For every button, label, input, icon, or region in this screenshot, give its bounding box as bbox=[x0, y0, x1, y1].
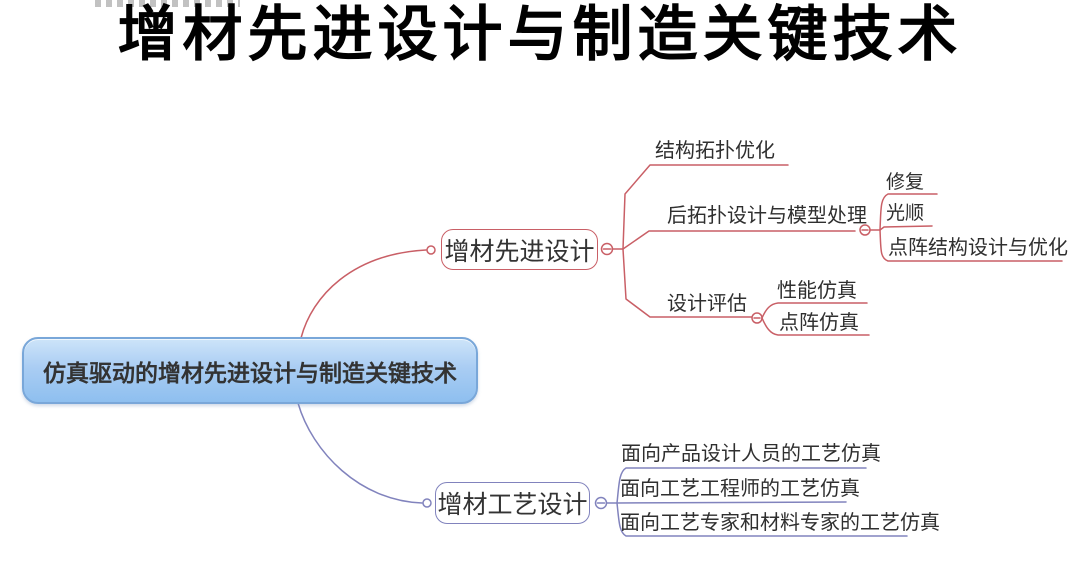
edge-to-repair bbox=[879, 193, 938, 231]
root-node-label: 仿真驱动的增材先进设计与制造关键技术 bbox=[43, 359, 457, 386]
branch-node-label: 增材先进设计 bbox=[444, 237, 595, 266]
leaf-repair[interactable]: 修复 bbox=[886, 172, 925, 193]
collapse-button-process[interactable] bbox=[594, 496, 608, 510]
branch-node-label: 增材工艺设计 bbox=[437, 491, 588, 519]
edge-root-to-process bbox=[297, 402, 423, 504]
edge-to-design-eval bbox=[622, 248, 753, 318]
leaf-sim-for-product-designers[interactable]: 面向产品设计人员的工艺仿真 bbox=[621, 443, 881, 465]
cropped-text-remnant bbox=[95, 0, 240, 7]
edge-to-lattice-sim bbox=[761, 317, 870, 336]
leaf-lattice-structure-design[interactable]: 点阵结构设计与优化 bbox=[888, 237, 1068, 259]
edge-to-sim-engineers bbox=[616, 501, 847, 504]
leaf-post-topology-processing[interactable]: 后拓扑设计与模型处理 bbox=[667, 205, 867, 227]
edge-to-performance-sim bbox=[761, 302, 868, 319]
branch-node-additive-design[interactable]: 增材先进设计 bbox=[441, 229, 598, 270]
leaf-lattice-simulation[interactable]: 点阵仿真 bbox=[779, 312, 859, 334]
branch-node-additive-process[interactable]: 增材工艺设计 bbox=[435, 482, 590, 524]
leaf-topology-optimization[interactable]: 结构拓扑优化 bbox=[655, 140, 775, 162]
leaf-smoothing[interactable]: 光顺 bbox=[886, 203, 925, 224]
leaf-sim-for-process-material-experts[interactable]: 面向工艺专家和材料专家的工艺仿真 bbox=[620, 512, 940, 534]
leaf-sim-for-process-engineers[interactable]: 面向工艺工程师的工艺仿真 bbox=[620, 478, 860, 500]
connector-dot-process bbox=[422, 498, 432, 508]
edge-to-lattice-design bbox=[879, 229, 1063, 262]
connector-dot-design bbox=[426, 245, 436, 255]
edge-to-smoothing bbox=[879, 225, 933, 231]
leaf-performance-simulation[interactable]: 性能仿真 bbox=[777, 280, 857, 302]
edge-to-post-topology bbox=[622, 230, 856, 250]
edge-to-topology-opt bbox=[622, 164, 789, 250]
leaf-design-evaluation[interactable]: 设计评估 bbox=[667, 293, 747, 315]
edge-to-sim-designers bbox=[616, 467, 867, 504]
edge-root-to-design bbox=[300, 249, 427, 339]
edge-to-sim-experts bbox=[616, 502, 908, 537]
page-title: 增材先进设计与制造关键技术 bbox=[117, 2, 963, 68]
root-node[interactable]: 仿真驱动的增材先进设计与制造关键技术 bbox=[22, 337, 478, 404]
collapse-button-design[interactable] bbox=[600, 242, 614, 256]
collapse-button-design-eval[interactable] bbox=[751, 312, 763, 324]
